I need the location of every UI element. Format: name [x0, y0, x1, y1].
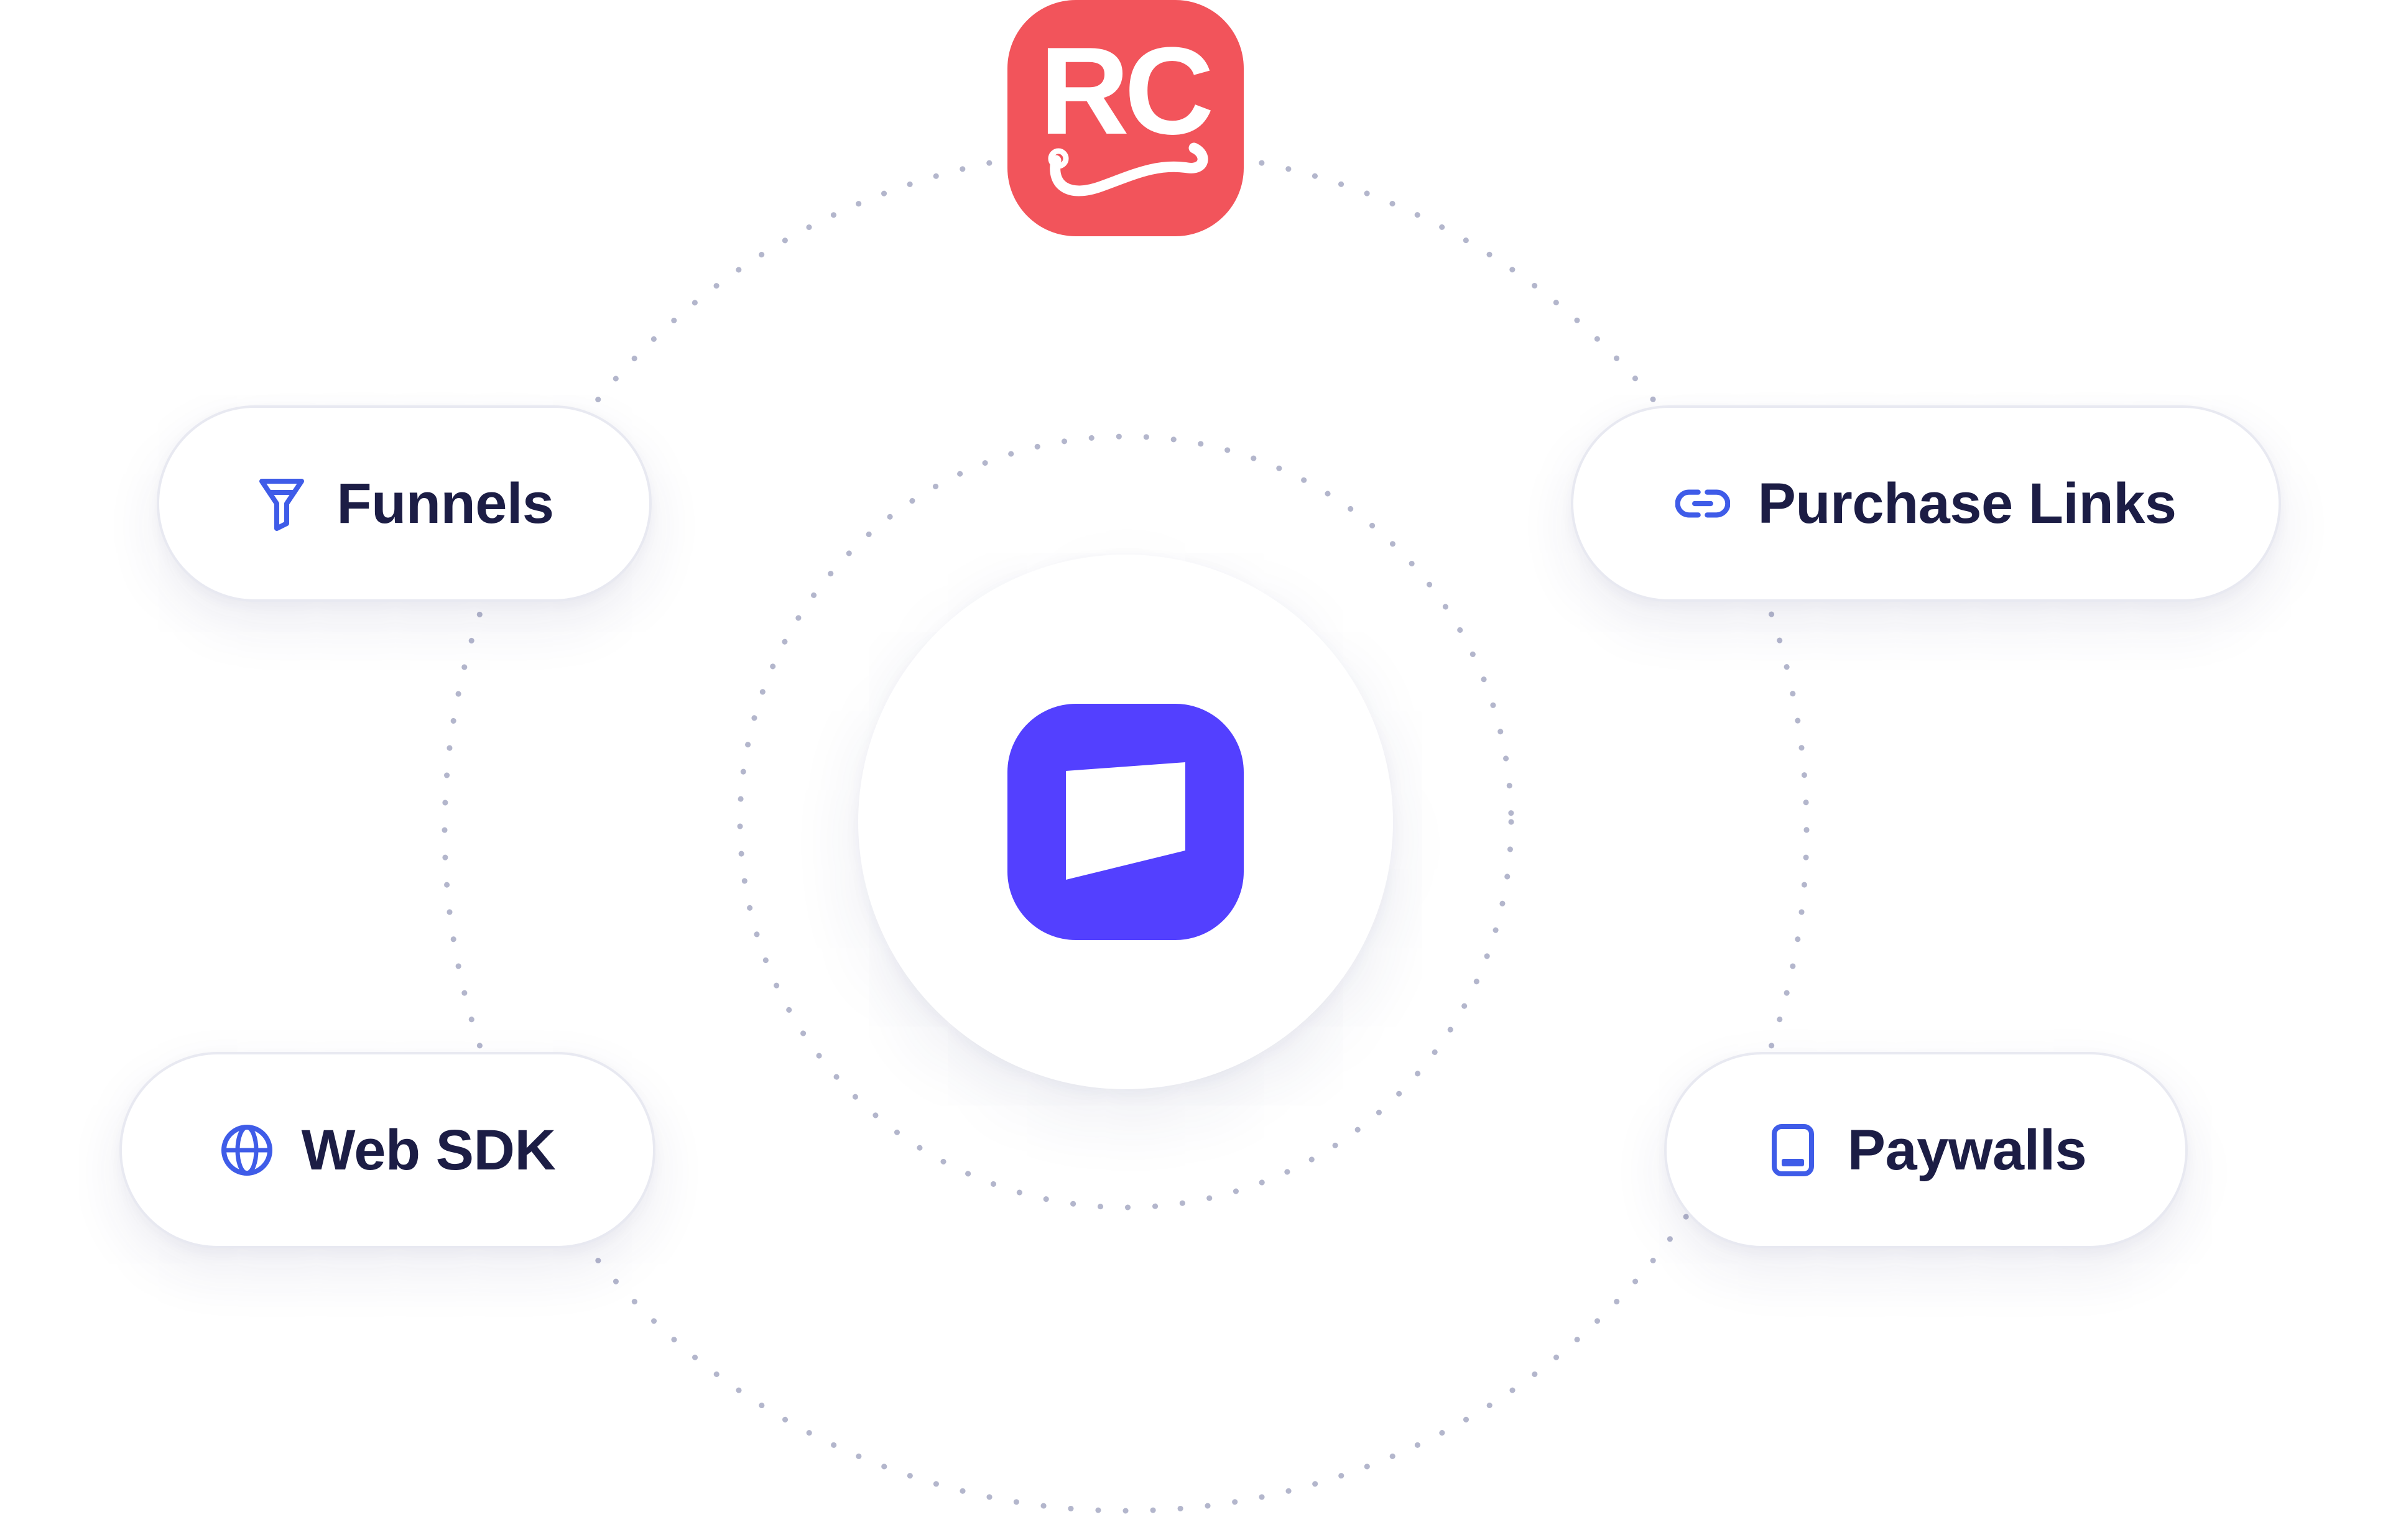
purchase-links-pill[interactable]: Purchase Links — [1571, 405, 2281, 602]
web-sdk-pill[interactable]: Web SDK — [119, 1052, 655, 1248]
purchase-links-label: Purchase Links — [1757, 471, 2177, 535]
web-product-logo-icon — [1066, 762, 1185, 880]
phone-icon — [1766, 1123, 1820, 1178]
globe-icon — [220, 1123, 274, 1178]
paywalls-label: Paywalls — [1847, 1118, 2087, 1182]
inner-dotted-ring — [737, 433, 1514, 1210]
revenuecat-logo-icon: RC — [1040, 22, 1216, 196]
paywalls-pill[interactable]: Paywalls — [1664, 1052, 2188, 1248]
rc-logo-text: RC — [1040, 22, 1211, 160]
funnel-icon — [254, 476, 309, 531]
link-icon — [1675, 476, 1731, 531]
center-product-logo — [1007, 704, 1244, 940]
web-sdk-label: Web SDK — [301, 1118, 556, 1182]
revenuecat-logo: RC — [1007, 0, 1244, 236]
funnels-pill[interactable]: Funnels — [157, 405, 652, 602]
funnels-label: Funnels — [336, 471, 554, 535]
